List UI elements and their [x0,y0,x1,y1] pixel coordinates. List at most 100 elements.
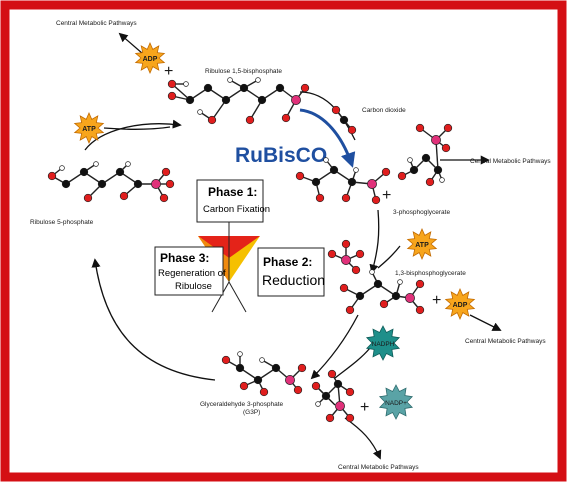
oxygen-atom [347,125,357,135]
hydrogen-atom [369,269,375,275]
phosphorus-atom [367,179,377,189]
rubisco-arrow [299,108,356,168]
carbon-atom [203,83,213,93]
label-right-pathways: Central Metabolic Pathways [470,158,551,165]
hydrogen-atom [315,401,321,407]
oxygen-atom [259,387,269,397]
oxygen-atom [341,239,351,249]
svg-text:NADP+: NADP+ [385,400,407,407]
rubisco-label: RuBisCO [235,144,327,167]
phase2-title: Phase 2: [263,255,312,269]
label-bottom-pathways: Central Metabolic Pathways [338,464,419,471]
label-co2: Carbon dioxide [362,107,406,114]
oxygen-atom [355,249,365,259]
carbon-atom [115,167,125,177]
hydrogen-atom [237,351,243,357]
oxygen-atom [297,363,307,373]
oxygen-atom [167,91,177,101]
oxygen-atom [397,171,407,181]
carbon-atom [97,179,107,189]
oxygen-atom [295,171,305,181]
oxygen-atom [381,167,391,177]
nadph-star: NADPH [365,325,401,361]
oxygen-atom [339,283,349,293]
oxygen-atom [239,381,249,391]
oxygen-atom [351,265,361,275]
molecule-co2 [331,105,357,135]
molecule-bpg [339,269,425,315]
carbon-atom [221,95,231,105]
plus-signs: + + + + [164,63,441,416]
hydrogen-atom [353,167,359,173]
oxygen-atom [281,113,291,123]
adp-right-star: ADP [444,288,476,320]
atp-right-star: ATP [406,228,438,260]
hydrogen-atom [255,77,261,83]
hydrogen-atom [197,109,203,115]
oxygen-atom [315,193,325,203]
hydrogen-atom [323,157,329,163]
carbon-atom [61,179,71,189]
label-rubp: Ribulose 1,5-bisphosphate [205,68,282,75]
oxygen-atom [245,115,255,125]
carbon-atom [433,165,443,175]
oxygen-atom [161,167,171,177]
phosphorus-atom [291,95,301,105]
oxygen-atom [345,387,355,397]
oxygen-atom [311,381,321,391]
arrow-pga-down [369,209,380,274]
arrow-rubp-to-co2 [299,91,356,141]
oxygen-atom [159,193,169,203]
phase1-sub: Carbon Fixation [203,204,270,215]
arrow-nadph [334,347,371,379]
label-bpg: 1,3-bisphosphoglycerate [395,270,466,277]
phase3-box: Phase 3: Regeneration of Ribulose [154,246,226,296]
carbon-atom [133,179,143,189]
adp-top-star: ADP [134,42,166,74]
phosphorus-atom [341,255,351,265]
oxygen-atom [331,105,341,115]
arrow-bottom-pathways [344,417,382,460]
oxygen-atom [167,79,177,89]
label-pga: 3-phosphoglycerate [393,209,450,216]
carbon-atom [311,177,321,187]
label-g3p-line2: (G3P) [243,409,260,416]
arrow-g3p-to-r5p [91,258,216,381]
molecule-pga-left [295,157,391,205]
oxygen-atom [119,191,129,201]
carbon-atom [355,291,365,301]
molecule-pga-right [397,123,453,187]
hydrogen-atom [183,81,189,87]
arrow-bpg-to-g3p [310,314,359,380]
oxygen-atom [325,413,335,423]
arrow-atp-left [103,126,171,131]
svg-text:NADPH: NADPH [372,341,395,348]
carbon-atom [235,363,245,373]
oxygen-atom [415,279,425,289]
oxygen-atom [327,249,337,259]
oxygen-atom [371,195,381,205]
plus-adp: + [432,292,441,309]
arrow-r5p-to-rubp [84,119,182,151]
label-ribulose5p: Ribulose 5-phosphate [30,219,94,226]
molecule-r5p [47,161,175,203]
carbon-atom [257,95,267,105]
oxygen-atom [300,83,310,93]
plus-top: + [164,63,173,80]
carbon-atom [275,83,285,93]
phase3-title: Phase 3: [160,251,209,265]
atp-left-star: ATP [73,112,105,144]
phase1-box: Phase 1: Carbon Fixation [196,179,270,223]
carbon-atom [421,153,431,163]
oxygen-atom [83,193,93,203]
oxygen-atom [415,305,425,315]
hydrogen-atom [125,161,131,167]
hydrogen-atom [93,161,99,167]
carbon-atom [271,363,281,373]
oxygen-atom [221,355,231,365]
plus-nadp: + [360,399,369,416]
phosphorus-atom [285,375,295,385]
svg-text:ATP: ATP [82,126,96,133]
